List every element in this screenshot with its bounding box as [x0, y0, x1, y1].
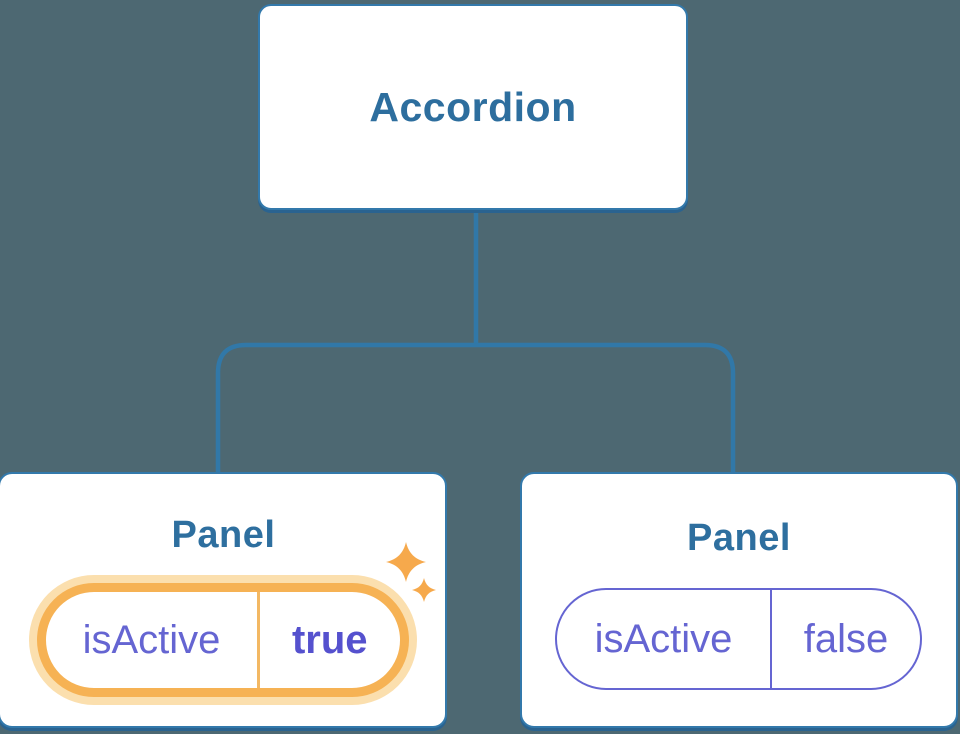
pill-divider	[257, 592, 260, 688]
pill-divider	[770, 590, 772, 688]
accordion-label: Accordion	[369, 83, 577, 130]
state-key: isActive	[82, 617, 221, 662]
state-value: true	[291, 617, 368, 662]
connector-branch	[215, 342, 736, 474]
state-pill-active: isActive true	[37, 583, 409, 697]
panel-title: Panel	[171, 514, 276, 556]
state-key: isActive	[594, 616, 733, 661]
sparkle-icon-small	[412, 578, 436, 602]
sparkle-icon-large	[386, 542, 426, 582]
state-pill-inactive: isActive false	[555, 588, 922, 690]
accordion-node: Accordion	[258, 4, 688, 210]
sparkle-icon	[386, 542, 436, 602]
state-value: false	[803, 616, 889, 661]
panel-title: Panel	[687, 517, 791, 559]
